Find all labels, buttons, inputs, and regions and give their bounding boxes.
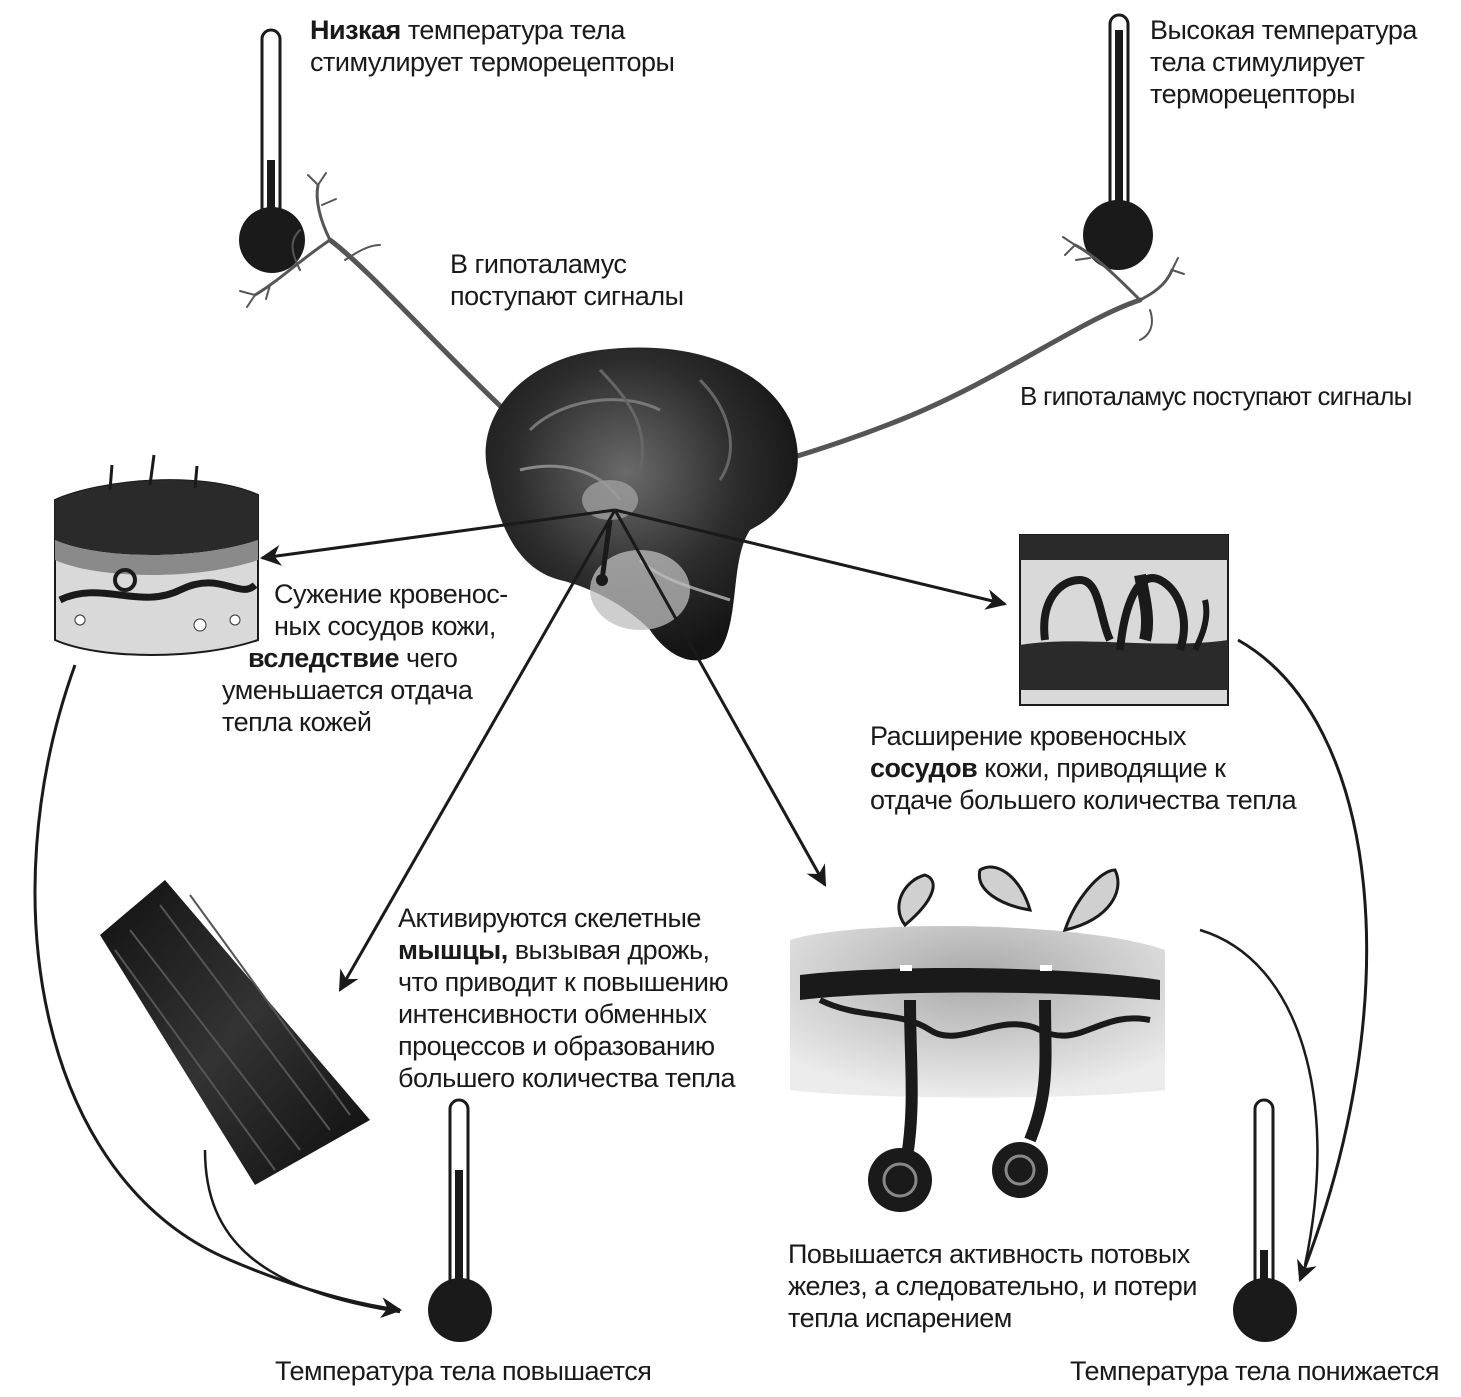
- arrow-muscle-to-rises: [205, 1150, 400, 1312]
- label-constriction-line4: уменьшается отдача: [222, 674, 508, 706]
- label-temperature-rises: Температура тела повышается: [275, 1355, 651, 1387]
- label-muscles-line2: мышцы, вызывая дрожь,: [398, 934, 735, 966]
- thermometer-rises-icon: [428, 1100, 492, 1342]
- label-signals-left-line1: В гипоталамус: [450, 248, 684, 280]
- label-muscles-line2-rest: вызывая дрожь,: [508, 935, 710, 965]
- label-muscles-bold: мышцы,: [398, 935, 508, 965]
- label-constriction-line1: Сужение кровенос-: [222, 578, 508, 610]
- label-muscles: Активируются скелетные мышцы, вызывая др…: [398, 902, 735, 1094]
- label-high-line3: терморецепторы: [1150, 78, 1417, 110]
- label-dilation-line1: Расширение кровеносных: [870, 720, 1296, 752]
- sweat-gland-icon: [790, 926, 1165, 1212]
- label-muscles-line6: большего количества тепла: [398, 1062, 735, 1094]
- skin-dilation-icon: [1020, 535, 1228, 705]
- label-sweat: Повышается активность потовых желез, а с…: [788, 1238, 1197, 1334]
- label-sweat-line2: желез, а следовательно, и потери: [788, 1270, 1197, 1302]
- label-dilation-line3: отдаче большего количества тепла: [870, 784, 1296, 816]
- label-sweat-line3: тепла испарением: [788, 1302, 1197, 1334]
- label-dilation: Расширение кровеносных сосудов кожи, при…: [870, 720, 1296, 816]
- label-constriction-line3: вследствие чего: [222, 642, 508, 674]
- label-temperature-falls: Температура тела понижается: [1070, 1355, 1439, 1387]
- label-muscles-line3: что приводит к повышению: [398, 966, 735, 998]
- label-signals-right: В гипоталамус поступают сигналы: [1020, 380, 1412, 412]
- label-dilation-line2: сосудов кожи, приводящие к: [870, 752, 1296, 784]
- brain-icon: [486, 348, 798, 661]
- label-muscles-line1: Активируются скелетные: [398, 902, 735, 934]
- thermometer-falls-icon: [1233, 1100, 1297, 1342]
- label-low-line1-rest: температура тела: [401, 15, 625, 45]
- sweat-droplets-icon: [899, 867, 1118, 930]
- label-constriction-line5: тепла кожей: [222, 706, 508, 738]
- label-sweat-line1: Повышается активность потовых: [788, 1238, 1197, 1270]
- thermometer-high-icon: [1083, 15, 1153, 270]
- label-constriction-line3-rest: чего: [399, 643, 457, 673]
- label-muscles-line5: процессов и образованию: [398, 1030, 735, 1062]
- label-constriction-line2: ных сосудов кожи,: [222, 610, 508, 642]
- label-low-bold: Низкая: [310, 15, 401, 45]
- label-low-temperature-line1: Низкая температура тела: [310, 14, 674, 46]
- label-low-temperature: Низкая температура тела стимулирует терм…: [310, 14, 674, 78]
- label-constriction: Сужение кровенос- ных сосудов кожи, всле…: [222, 578, 508, 738]
- label-high-temperature: Высокая температура тела стимулирует тер…: [1150, 14, 1417, 110]
- label-dilation-bold: сосудов: [870, 753, 977, 783]
- label-muscles-line4: интенсивности обменных: [398, 998, 735, 1030]
- label-high-line1: Высокая температура: [1150, 14, 1417, 46]
- label-dilation-line2-rest: кожи, приводящие к: [977, 753, 1225, 783]
- label-high-line2: тела стимулирует: [1150, 46, 1417, 78]
- label-low-line2: стимулирует терморецепторы: [310, 46, 674, 78]
- label-constriction-bold: вследствие: [248, 643, 399, 673]
- label-signals-right-line1: В гипоталамус поступают сигналы: [1020, 380, 1412, 412]
- label-signals-left-line2: поступают сигналы: [450, 280, 684, 312]
- label-signals-left: В гипоталамус поступают сигналы: [450, 248, 684, 312]
- muscle-icon: [100, 880, 370, 1185]
